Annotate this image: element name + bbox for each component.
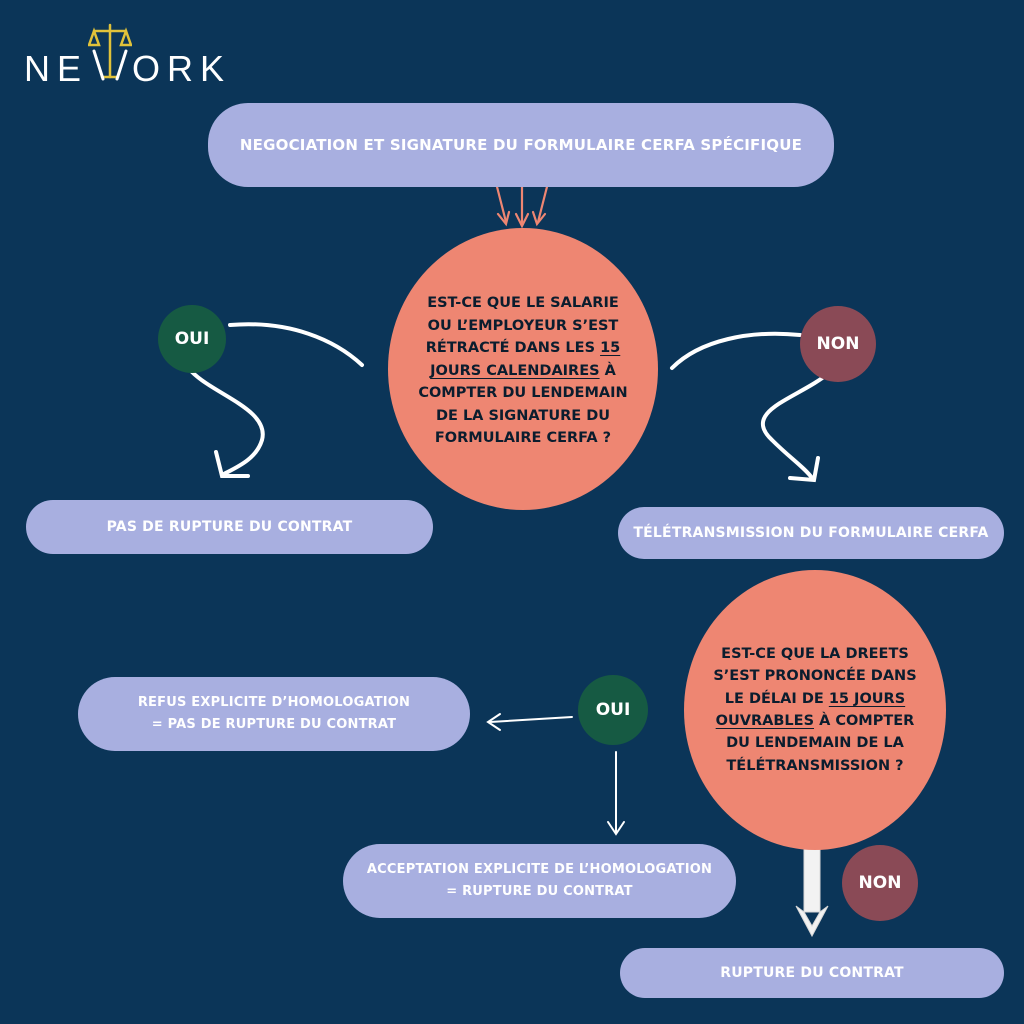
acceptation-line2: = RUPTURE DU CONTRAT <box>446 884 633 899</box>
non-right-arrow <box>670 331 832 483</box>
teletransmission-box-label: TÉLÉTRANSMISSION DU FORMULAIRE CERFA <box>633 525 989 541</box>
oui-second-arrows <box>486 713 625 836</box>
rupture-box: RUPTURE DU CONTRAT <box>620 948 1004 998</box>
q1-line4-end: À <box>599 362 616 379</box>
logo-text-end: ORK <box>132 48 232 89</box>
q2-line1: EST-CE QUE LA DREETS <box>721 645 909 662</box>
no-rupture-box-label: PAS DE RUPTURE DU CONTRAT <box>106 519 353 535</box>
q1-line1: EST-CE QUE LE SALARIE <box>427 295 619 312</box>
q1-line3: RÉTRACTÉ DANS LES <box>425 340 601 357</box>
q2-delay-unit: OUVRABLES <box>715 713 815 729</box>
q1-delay-unit: JOURS CALENDAIRES <box>430 362 600 379</box>
logo-text-start: NE <box>24 48 89 89</box>
non-badge-1-label: NON <box>816 334 860 354</box>
q2-line4-end: À COMPTER <box>814 713 915 729</box>
acceptation-homologation-box: ACCEPTATION EXPLICITE DE L’HOMOLOGATION … <box>343 844 736 918</box>
oui-left-arrow <box>190 322 364 478</box>
scale-icon <box>88 23 133 85</box>
q1-line6: DE LA SIGNATURE DU <box>435 407 611 424</box>
q1-delay-number: 15 <box>600 340 621 357</box>
negotiation-box: NEGOCIATION ET SIGNATURE DU FORMULAIRE C… <box>208 103 834 187</box>
negotiation-box-label: NEGOCIATION ET SIGNATURE DU FORMULAIRE C… <box>239 136 803 154</box>
q2-line6: TÉLÉTRANSMISSION ? <box>726 757 904 774</box>
teletransmission-box: TÉLÉTRANSMISSION DU FORMULAIRE CERFA <box>618 507 1004 559</box>
oui-badge-1: OUI <box>158 305 226 373</box>
non-badge-2: NON <box>842 845 918 921</box>
q1-line5: COMPTER DU LENDEMAIN <box>418 385 628 402</box>
oui-badge-1-label: OUI <box>174 329 210 349</box>
q2-line5: DU LENDEMAIN DE LA <box>726 735 904 752</box>
refus-line1: REFUS EXPLICITE D’HOMOLOGATION <box>137 694 411 710</box>
rupture-box-label: RUPTURE DU CONTRAT <box>720 965 904 981</box>
oui-badge-2-label: OUI <box>595 700 631 720</box>
q2-line2: S’EST PRONONCÉE DANS <box>713 668 917 685</box>
no-rupture-box: PAS DE RUPTURE DU CONTRAT <box>26 500 433 554</box>
non-badge-2-label: NON <box>858 873 902 893</box>
refus-line2: = PAS DE RUPTURE DU CONTRAT <box>151 717 397 732</box>
q2-delay-number: 15 JOURS <box>828 690 906 707</box>
question-retractation-circle: EST-CE QUE LE SALARIE OU L’EMPLOYEUR S’E… <box>388 228 658 510</box>
refus-homologation-box: REFUS EXPLICITE D’HOMOLOGATION = PAS DE … <box>78 677 470 751</box>
q2-line3: LE DÉLAI DE <box>724 690 829 707</box>
question-dreets-circle: EST-CE QUE LA DREETS S’EST PRONONCÉE DAN… <box>684 570 946 850</box>
non-badge-1: NON <box>800 306 876 382</box>
q1-line2: OU L’EMPLOYEUR S’EST <box>427 317 619 334</box>
q1-line7: FORMULAIRE CERFA ? <box>434 430 612 447</box>
logo: NE ORK <box>24 23 232 90</box>
acceptation-line1: ACCEPTATION EXPLICITE DE L’HOMOLOGATION <box>366 861 713 877</box>
oui-badge-2: OUI <box>578 675 648 745</box>
